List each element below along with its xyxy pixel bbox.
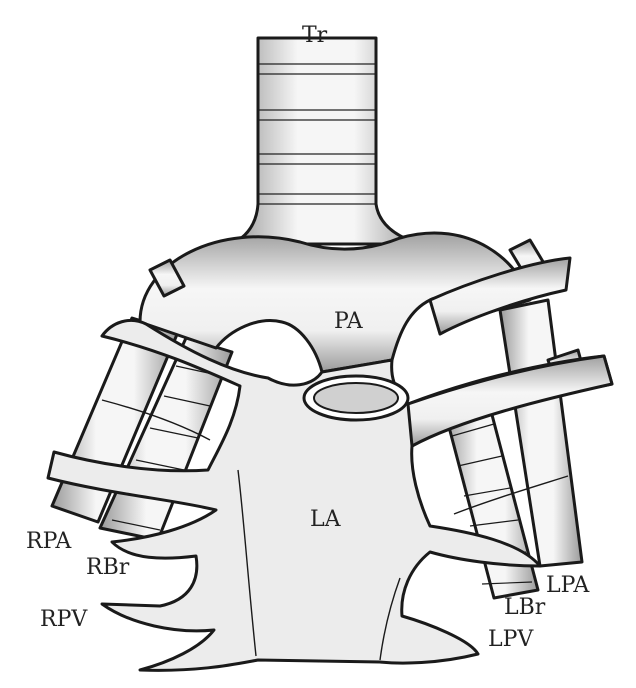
label-right-bronchus: RBr — [86, 555, 130, 580]
label-trachea: Tr — [302, 23, 328, 48]
label-left-atrium: LA — [310, 507, 342, 532]
trachea — [232, 38, 420, 244]
label-left-pulmonary-vein: LPV — [488, 627, 534, 652]
label-pulmonary-artery: PA — [334, 309, 364, 334]
label-right-pulmonary-vein: RPV — [40, 607, 88, 632]
label-left-bronchus: LBr — [504, 595, 546, 620]
label-right-pulmonary-artery: RPA — [26, 529, 72, 554]
label-left-pulmonary-artery: LPA — [546, 573, 590, 598]
